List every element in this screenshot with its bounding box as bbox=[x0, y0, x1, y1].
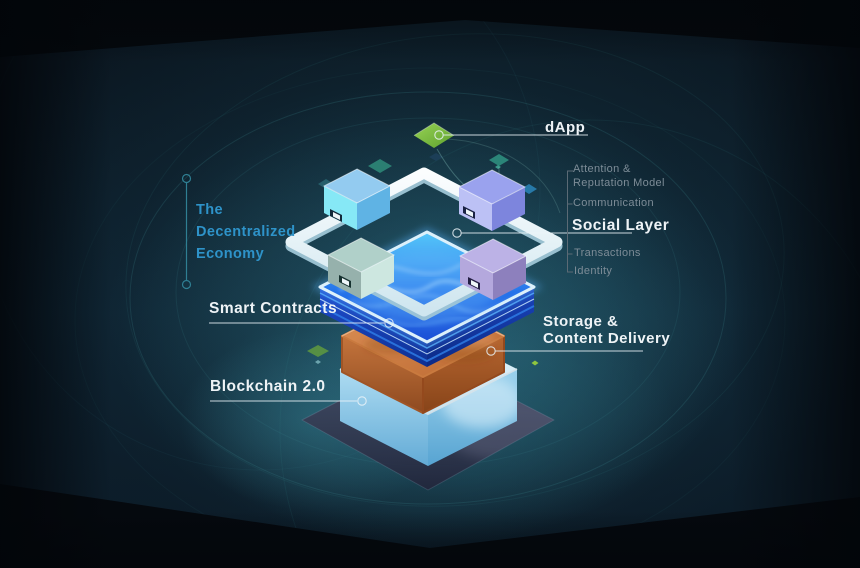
annotation-communication: Communication bbox=[573, 197, 654, 209]
diagram-title-line3: Economy bbox=[196, 246, 265, 262]
annotation-attention-reputation: Attention & Reputation Model bbox=[573, 163, 665, 190]
annotation-transactions: Transactions bbox=[574, 247, 641, 259]
diagram-title-line1: The bbox=[196, 202, 223, 218]
annotation-identity: Identity bbox=[574, 265, 613, 277]
storage-label-line2: Content Delivery bbox=[543, 330, 671, 347]
annotation-attention-line2: Reputation Model bbox=[573, 176, 665, 189]
dapp-label: dApp bbox=[545, 119, 586, 136]
ceiling-shadow bbox=[0, 0, 860, 57]
diagram-title-line2: Decentralized bbox=[196, 224, 296, 240]
storage-label: Storage & Content Delivery bbox=[543, 313, 670, 347]
annotation-attention-line1: Attention & bbox=[573, 163, 631, 175]
smart-contracts-label: Smart Contracts bbox=[209, 300, 338, 317]
blockchain-label: Blockchain 2.0 bbox=[210, 378, 326, 395]
social-layer-label: Social Layer bbox=[572, 217, 670, 234]
diagram-title: The Decentralized Economy bbox=[196, 199, 296, 265]
storage-label-line1: Storage & bbox=[543, 313, 619, 330]
